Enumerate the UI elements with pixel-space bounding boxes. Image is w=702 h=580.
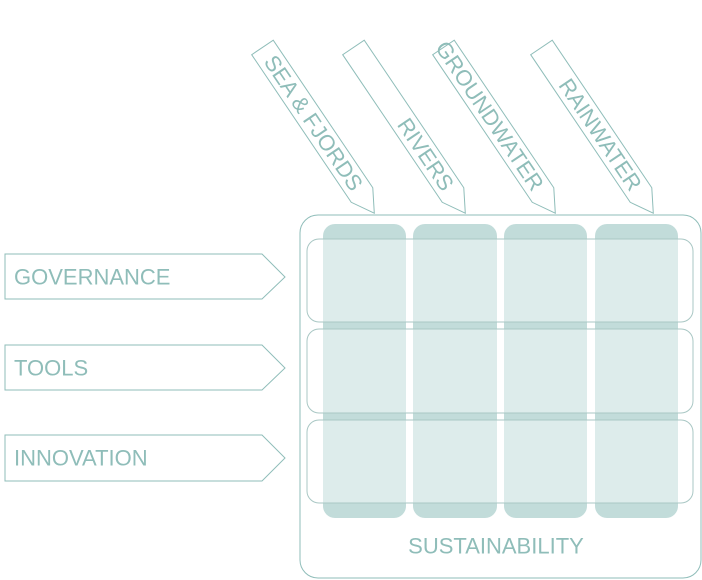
column-band-sea-fjords (323, 224, 406, 518)
column-arrow-shape (431, 39, 556, 215)
row-arrow-tools: TOOLS (4, 344, 286, 391)
row-band-innovation (306, 419, 694, 504)
column-band-rainwater (595, 224, 678, 518)
row-band-tools (306, 328, 694, 414)
row-band-governance (306, 238, 694, 323)
row-arrow-shape (4, 344, 286, 391)
sustainability-label: SUSTAINABILITY (408, 534, 584, 559)
row-label: GOVERNANCE (14, 265, 170, 290)
row-arrow-innovation: INNOVATION (4, 434, 286, 482)
row-arrow-shape (4, 434, 286, 482)
column-arrow-shape (250, 39, 375, 215)
row-label: TOOLS (14, 356, 88, 381)
column-arrow-shape (529, 39, 654, 215)
column-band-groundwater (504, 224, 587, 518)
column-label: RAINWATER (554, 74, 647, 195)
row-arrow-governance: GOVERNANCE (4, 253, 286, 300)
row-arrow-shape (4, 253, 286, 300)
column-label: RIVERS (392, 113, 459, 195)
column-label: SEA & FJORDS (259, 51, 368, 196)
row-label: INNOVATION (14, 446, 148, 471)
column-band-rivers (413, 224, 497, 518)
column-arrow-shape (341, 39, 466, 215)
